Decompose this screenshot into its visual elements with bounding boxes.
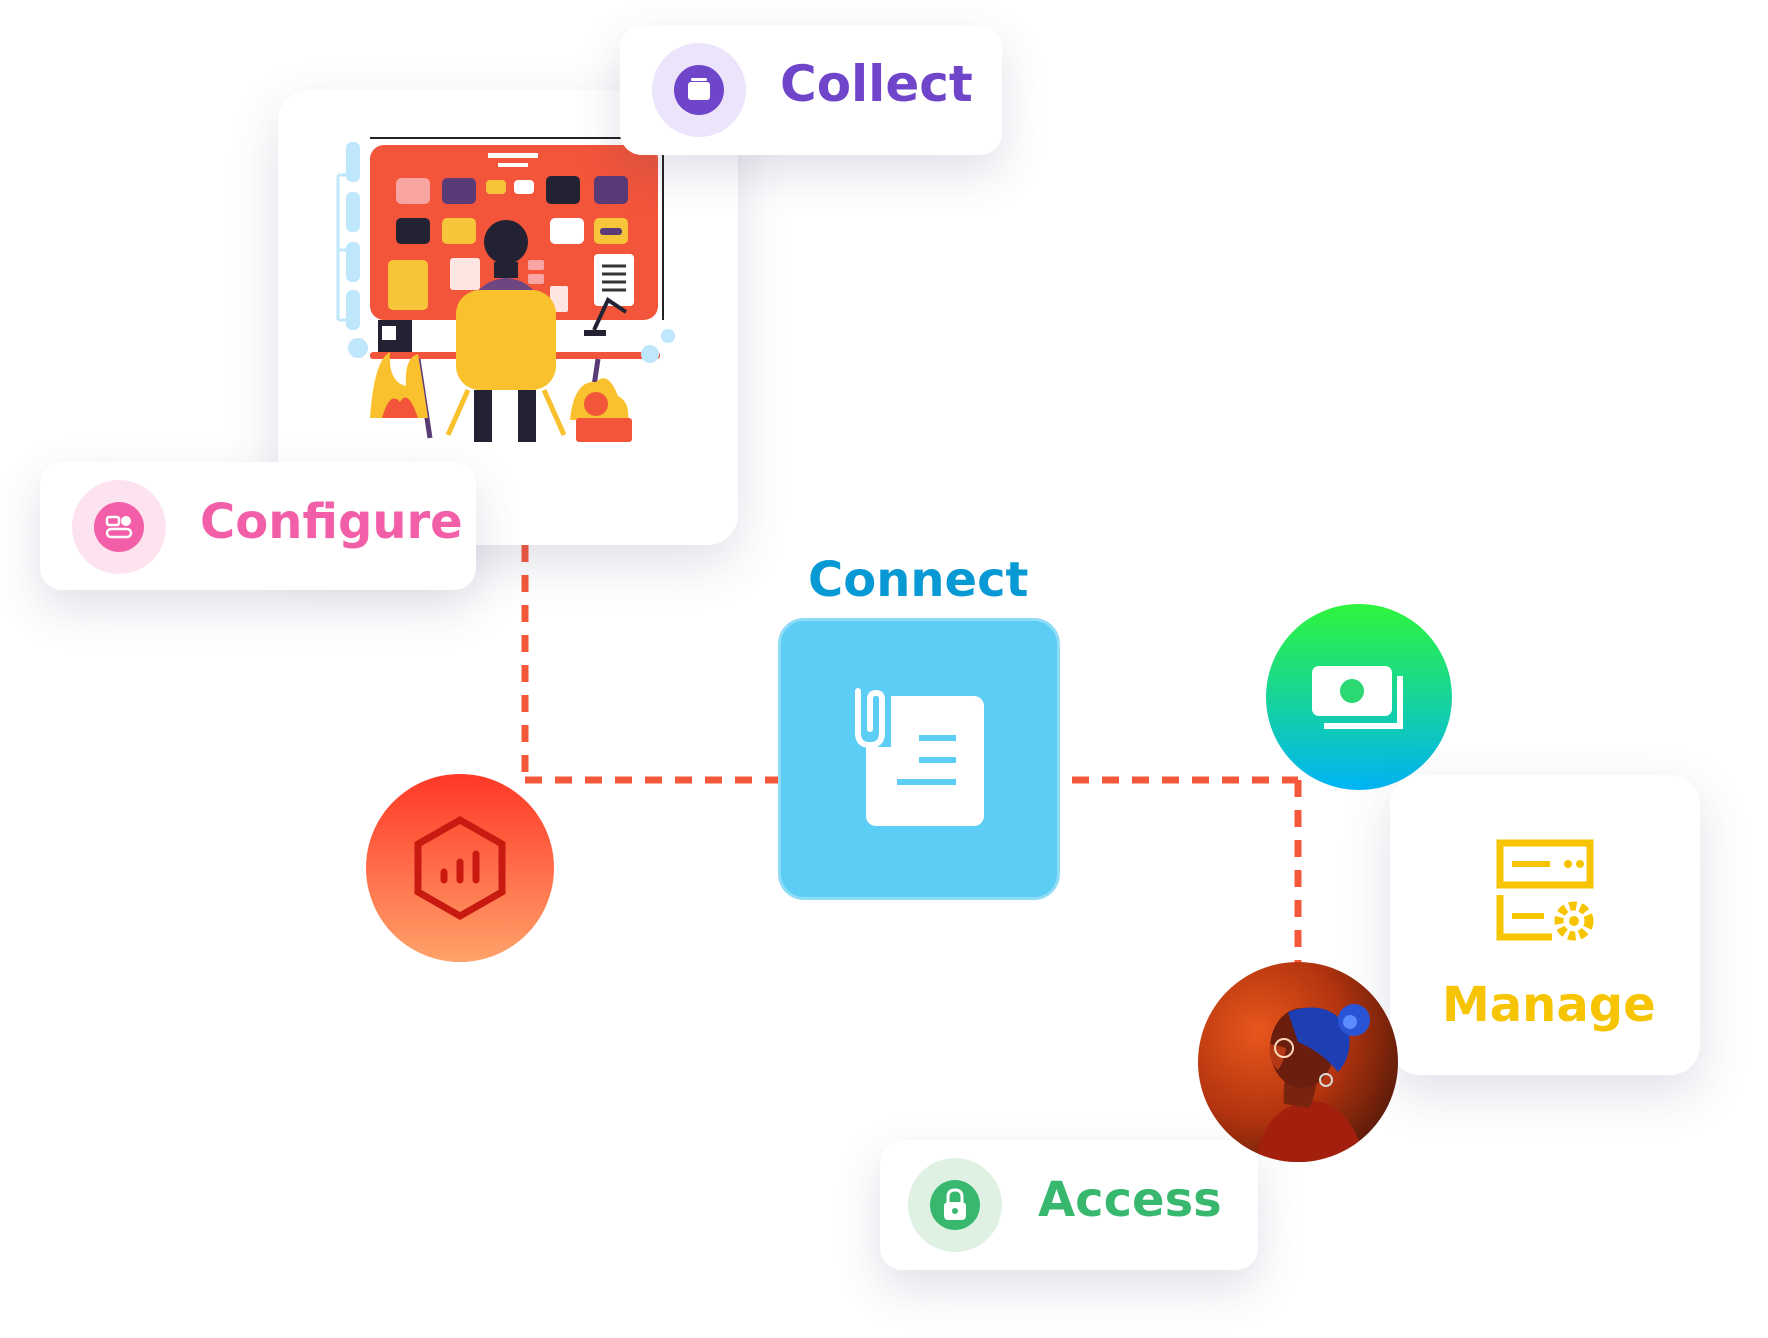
configure-step-card[interactable]: Configure [40, 462, 476, 590]
payments-node[interactable] [1266, 604, 1452, 790]
person-at-desk-illustration [336, 137, 675, 442]
collect-step-card[interactable]: Collect [620, 25, 1002, 155]
user-avatar-illustration [1256, 1004, 1370, 1162]
access-icon-badge [908, 1158, 1002, 1252]
collect-label: Collect [780, 55, 973, 113]
connect-hub-tile[interactable] [778, 618, 1060, 900]
user-avatar[interactable] [1198, 962, 1398, 1162]
attached-document-icon [851, 688, 984, 826]
hexagon-chart-icon [414, 815, 506, 921]
lock-icon [944, 1188, 966, 1220]
configure-icon-badge [72, 480, 166, 574]
manage-label: Manage [1442, 977, 1656, 1033]
access-step-card[interactable]: Access [880, 1140, 1258, 1270]
configure-label: Configure [200, 494, 463, 550]
analytics-node[interactable] [366, 774, 554, 962]
connect-label: Connect [808, 552, 1029, 608]
access-label: Access [1038, 1172, 1222, 1228]
toggle-settings-icon [105, 515, 133, 539]
manage-step-card[interactable]: Manage [1390, 775, 1700, 1075]
server-settings-icon [1496, 839, 1594, 941]
money-stack-icon [1312, 666, 1403, 729]
folder-icon [688, 78, 710, 100]
collect-icon-badge [652, 43, 746, 137]
